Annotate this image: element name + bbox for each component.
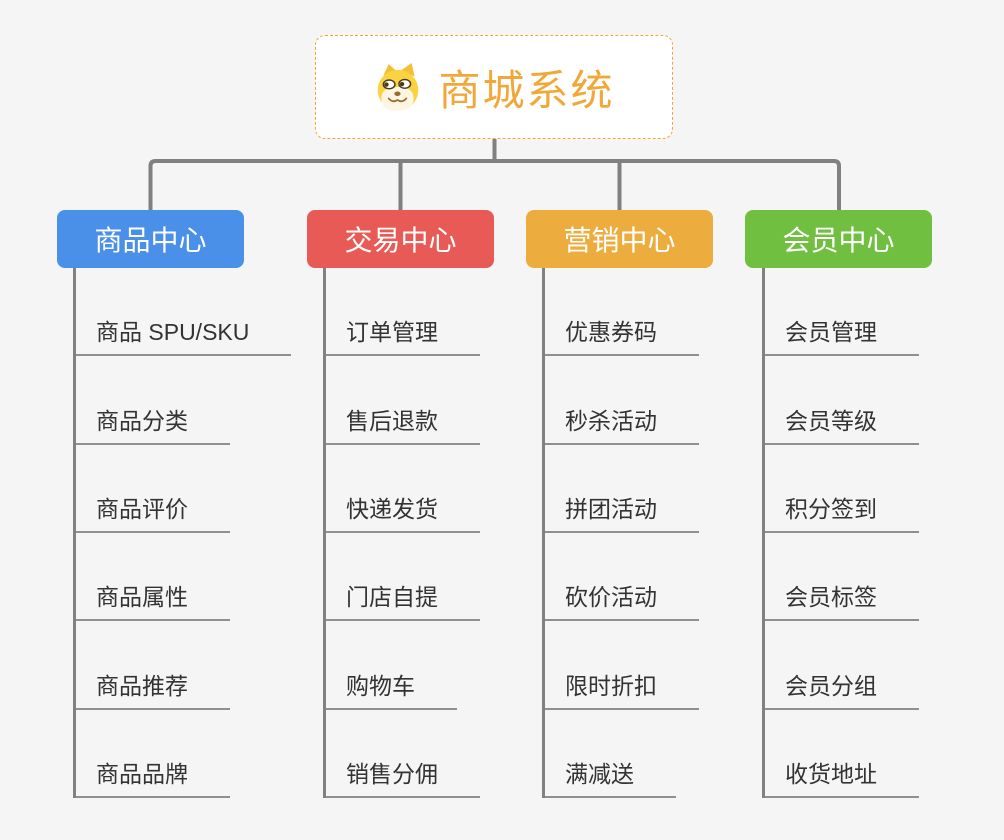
node-coupon-code[interactable]: 优惠券码 bbox=[545, 313, 699, 357]
node-product-attribute[interactable]: 商品属性 bbox=[76, 578, 230, 622]
node-group-buy[interactable]: 拼团活动 bbox=[545, 490, 699, 533]
node-order-management[interactable]: 订单管理 bbox=[326, 313, 480, 357]
root-node-mall-system[interactable]: 商城系统 bbox=[315, 35, 673, 139]
node-member-tag[interactable]: 会员标签 bbox=[765, 578, 919, 622]
dog-face-icon bbox=[378, 63, 419, 111]
node-product-brand[interactable]: 商品品牌 bbox=[76, 755, 230, 798]
branch-member-center[interactable]: 会员中心 bbox=[745, 210, 932, 268]
node-flash-sale[interactable]: 秒杀活动 bbox=[545, 402, 699, 445]
column-member-center: 会员管理 会员等级 积分签到 会员标签 会员分组 收货地址 bbox=[762, 268, 919, 798]
node-points-checkin[interactable]: 积分签到 bbox=[765, 490, 919, 533]
node-shipping-address[interactable]: 收货地址 bbox=[765, 755, 919, 798]
branch-product-center[interactable]: 商品中心 bbox=[57, 210, 244, 268]
node-express-shipping[interactable]: 快递发货 bbox=[326, 490, 480, 533]
node-limited-time-discount[interactable]: 限时折扣 bbox=[545, 667, 699, 710]
node-member-management[interactable]: 会员管理 bbox=[765, 313, 919, 357]
column-product-center: 商品 SPU/SKU 商品分类 商品评价 商品属性 商品推荐 商品品牌 bbox=[73, 268, 292, 798]
node-product-recommend[interactable]: 商品推荐 bbox=[76, 667, 230, 710]
node-aftersale-refund[interactable]: 售后退款 bbox=[326, 402, 480, 445]
node-spend-and-save[interactable]: 满减送 bbox=[545, 755, 676, 798]
column-marketing-center: 优惠券码 秒杀活动 拼团活动 砍价活动 限时折扣 满减送 bbox=[542, 268, 699, 798]
node-shopping-cart[interactable]: 购物车 bbox=[326, 667, 457, 710]
branch-marketing-center[interactable]: 营销中心 bbox=[526, 210, 713, 268]
node-member-group[interactable]: 会员分组 bbox=[765, 667, 919, 710]
column-trade-center: 订单管理 售后退款 快递发货 门店自提 购物车 销售分佣 bbox=[323, 268, 480, 798]
root-title: 商城系统 bbox=[438, 66, 615, 114]
node-product-spu-sku[interactable]: 商品 SPU/SKU bbox=[76, 313, 292, 357]
node-product-category[interactable]: 商品分类 bbox=[76, 402, 230, 445]
node-product-review[interactable]: 商品评价 bbox=[76, 490, 230, 533]
branch-trade-center[interactable]: 交易中心 bbox=[307, 210, 494, 268]
node-bargain-activity[interactable]: 砍价活动 bbox=[545, 578, 699, 622]
node-sales-commission[interactable]: 销售分佣 bbox=[326, 755, 480, 798]
node-member-level[interactable]: 会员等级 bbox=[765, 402, 919, 445]
node-store-pickup[interactable]: 门店自提 bbox=[326, 578, 480, 622]
